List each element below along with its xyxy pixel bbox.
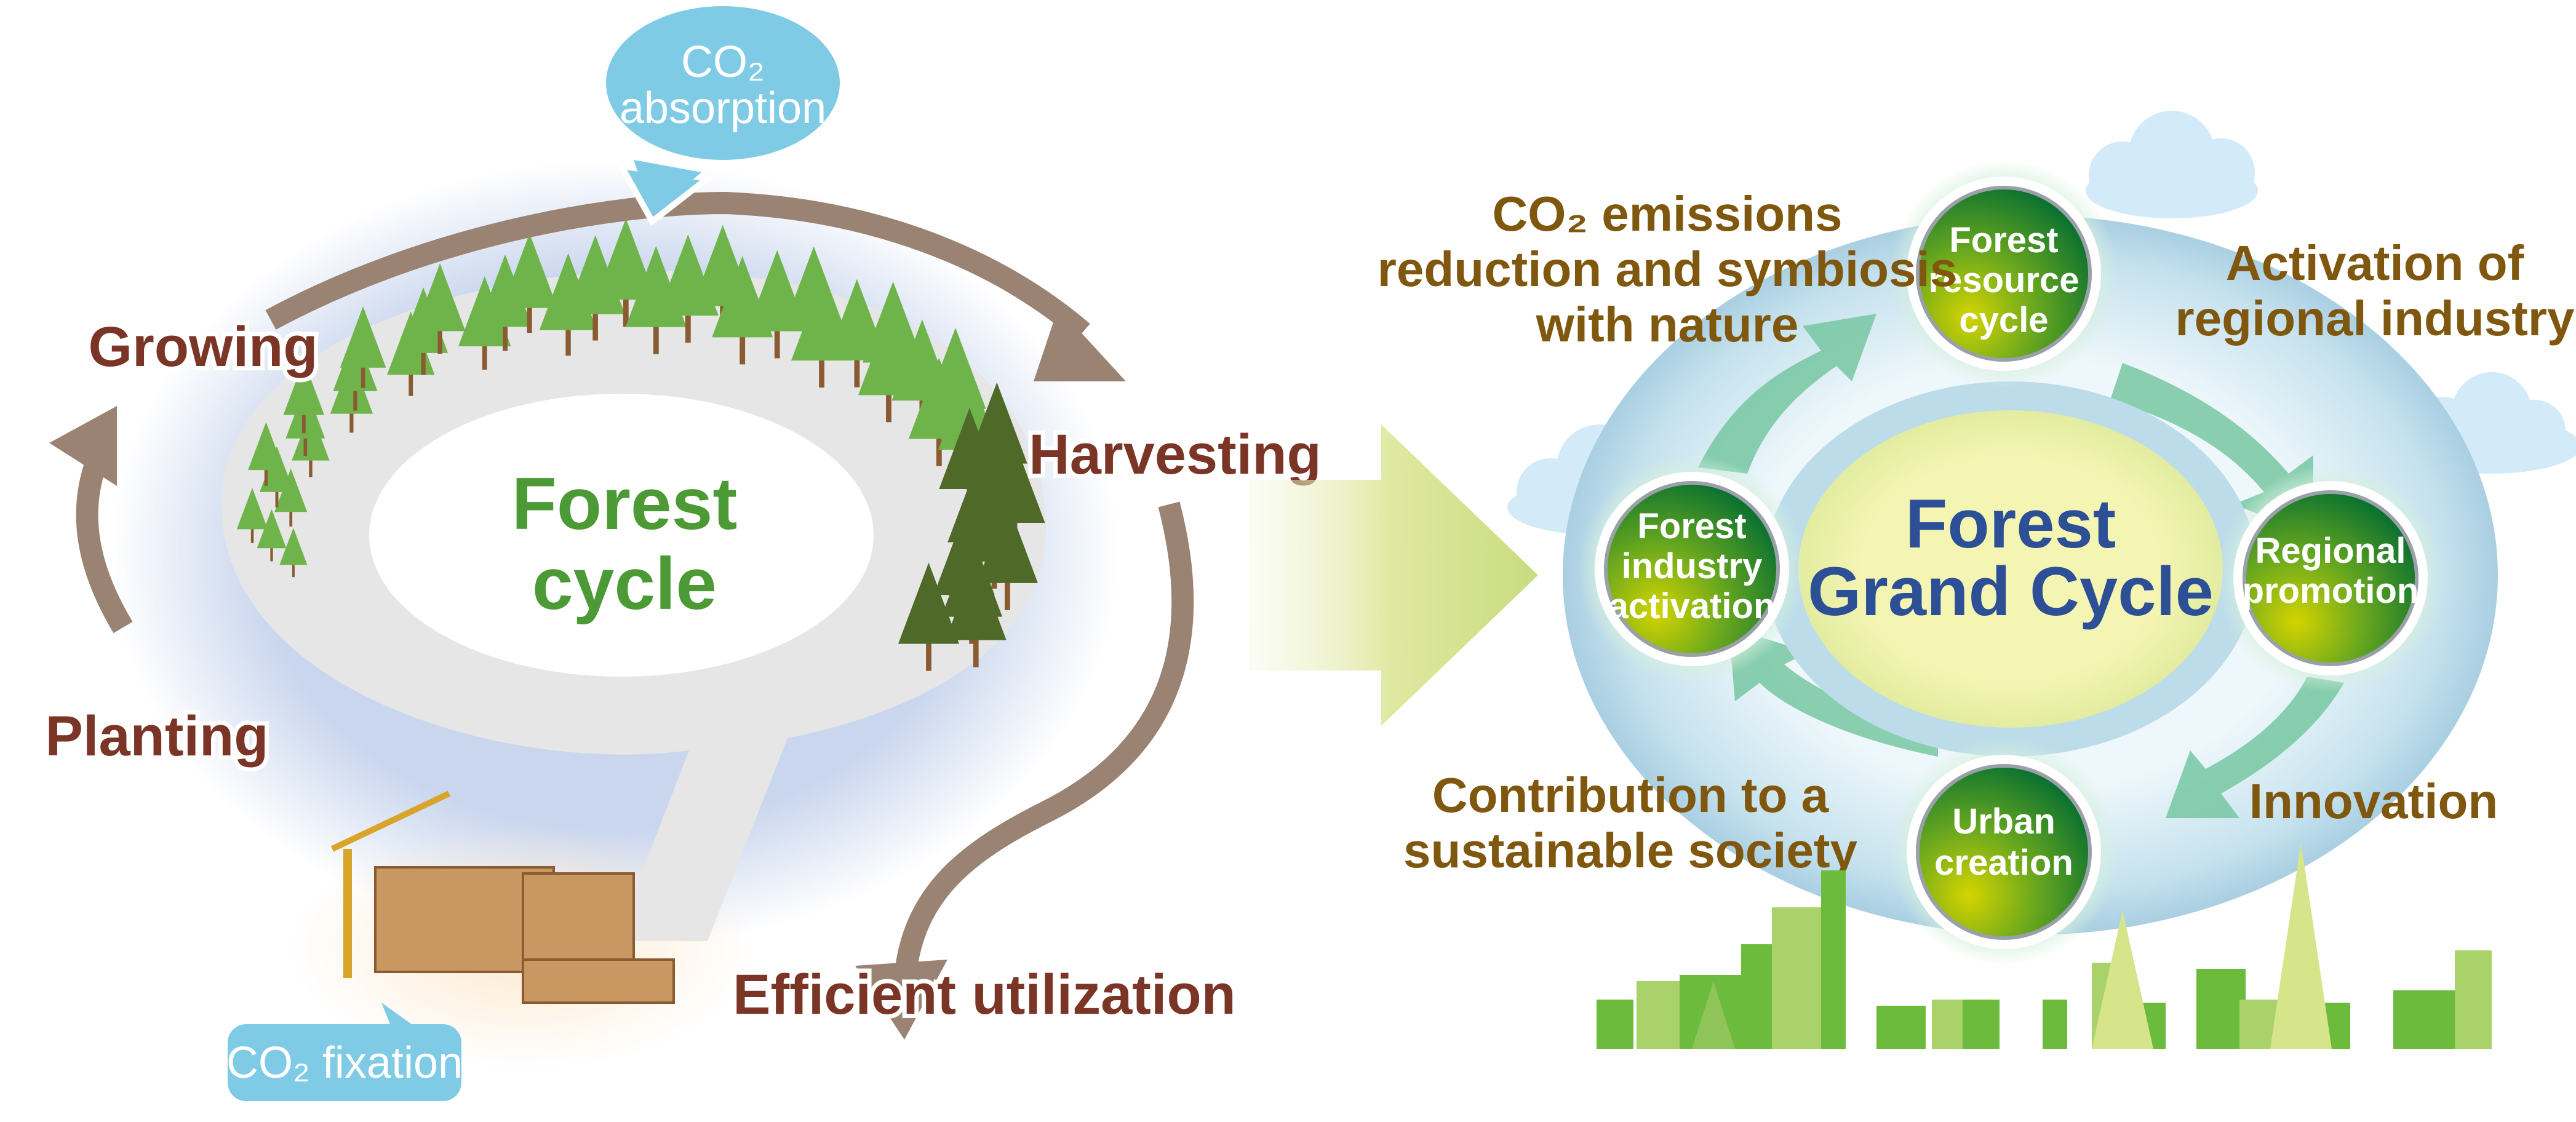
building-icon	[1821, 870, 1846, 1049]
grand-cycle-core	[1798, 410, 2223, 728]
node-label-line: industry	[1622, 546, 1763, 586]
tree-icon	[236, 488, 268, 543]
tree-icon	[976, 501, 1038, 610]
arrow-right-to-bottom	[2166, 677, 2344, 818]
outcome-regional-industry: Activation of regional industry	[2175, 236, 2575, 346]
forest-cycle-title-line2: cycle	[532, 543, 717, 625]
node-label-line: resource	[1928, 260, 2079, 300]
arrow-top-to-right	[2110, 363, 2313, 535]
grand-cycle-title-line1: Forest	[1905, 485, 2116, 562]
tree-group	[236, 218, 1045, 671]
outcome-line: with nature	[1536, 297, 1799, 352]
co2-absorption-label-line1: CO₂	[681, 38, 765, 87]
building-icon	[2196, 969, 2246, 1049]
stage-growing: Growing	[88, 316, 317, 378]
node-label-line: cycle	[1959, 300, 2048, 340]
node-label-line: Urban	[1952, 802, 2056, 842]
tree-icon	[257, 509, 287, 562]
building-icon	[1637, 981, 1680, 1049]
cloud-icon	[2086, 111, 2258, 218]
arrow-harvesting-to-utilization	[893, 501, 1194, 985]
node-urban-creation: Urban creation	[1890, 738, 2118, 966]
cycle-arrows	[49, 191, 1194, 1040]
tower-icon	[2270, 843, 2332, 1049]
building-icon	[1876, 1006, 1926, 1049]
tree-icon	[340, 306, 386, 388]
tree-icon	[477, 254, 533, 351]
outcome-line: regional industry	[2175, 291, 2575, 346]
tree-icon	[595, 218, 656, 327]
wooden-buildings-icon	[330, 790, 675, 1004]
node-label-line: promotion	[2243, 571, 2419, 611]
tree-icon	[898, 562, 959, 671]
node-regional-promotion: Regional promotion	[2217, 464, 2444, 692]
arrowhead-harvesting	[1034, 308, 1126, 381]
tree-icon	[248, 422, 284, 487]
forest-grand-cycle-panel: Forest Grand Cycle Forest resource cycle…	[1378, 111, 2576, 1049]
forest-cycle-panel: CO₂ absorption CO₂ fixation Forest cycle…	[41, 6, 1326, 1101]
building-icon	[2455, 950, 2492, 1049]
arrow-growing-to-harvesting	[265, 191, 1090, 341]
building-icon	[1597, 1000, 1633, 1049]
building-icon	[2393, 990, 2455, 1049]
co2-fixation-label: CO₂ fixation	[226, 1038, 463, 1088]
mountain-icon	[1692, 981, 1735, 1049]
tower-icon	[2092, 910, 2153, 1049]
stage-planting: Planting	[46, 705, 269, 768]
stage-harvesting: Harvesting	[1029, 423, 1322, 486]
arrow-left-to-top	[1698, 314, 1876, 474]
node-label-line: creation	[1934, 843, 2073, 883]
outcome-line: reduction and symbiosis	[1378, 242, 1957, 296]
tree-icon	[283, 360, 325, 434]
node-label-line: Regional	[2255, 531, 2406, 571]
node-label-line: Forest	[1637, 506, 1746, 546]
outcome-line: Innovation	[2249, 774, 2498, 829]
tree-icon	[414, 263, 466, 354]
node-forest-industry-activation: Forest industry activation	[1578, 455, 1806, 683]
forest-ring-center	[369, 394, 874, 677]
outcome-line: sustainable society	[1403, 823, 1858, 878]
outcome-innovation: Innovation	[2249, 774, 2498, 829]
outcome-line: Contribution to a	[1432, 768, 1829, 822]
outcome-line: CO₂ emissions	[1492, 186, 1842, 241]
node-label-line: Forest	[1949, 220, 2058, 260]
tree-icon	[945, 559, 1007, 667]
city-skyline-icon	[1597, 843, 2492, 1049]
outcome-co2-reduction: CO₂ emissions reduction and symbiosis wi…	[1378, 186, 1957, 352]
tree-icon	[501, 233, 558, 333]
grand-cycle-title-line2: Grand Cycle	[1808, 553, 2214, 630]
co2-fixation-bubble: CO₂ fixation	[226, 1003, 463, 1101]
co2-absorption-label-line2: absorption	[620, 84, 826, 133]
outcome-line: Activation of	[2226, 236, 2524, 290]
arrowhead-utilization	[855, 960, 947, 1040]
arrowhead-growing	[49, 406, 117, 486]
node-forest-resource-cycle: Forest resource cycle	[1890, 160, 2118, 388]
node-label-line: activation	[1609, 586, 1776, 626]
co2-absorption-bubble: CO₂ absorption	[606, 6, 840, 226]
stage-efficient-utilization: Efficient utilization	[733, 963, 1236, 1026]
tree-icon	[279, 528, 308, 578]
building-icon	[1932, 1000, 1963, 1049]
building-icon	[1963, 1000, 2000, 1049]
building-icon	[2043, 1000, 2067, 1049]
building-icon	[1772, 907, 1821, 1049]
transition-arrow	[1249, 424, 1538, 726]
forest-cycle-title-line1: Forest	[512, 463, 738, 545]
outcome-sustainable-society: Contribution to a sustainable society	[1403, 768, 1858, 878]
